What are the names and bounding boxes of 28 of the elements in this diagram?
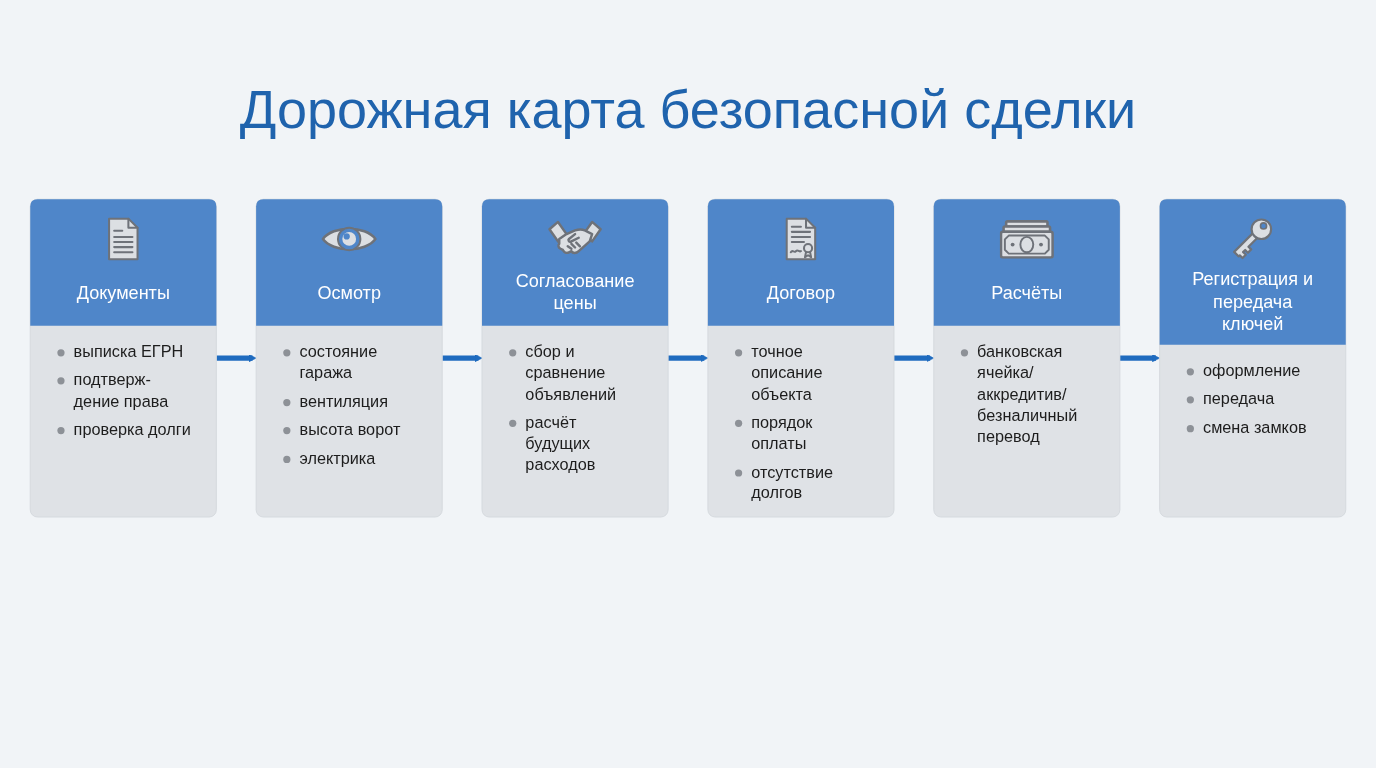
step-heading: Согласование цены [514, 269, 636, 315]
list-item: передача [1203, 389, 1275, 411]
arrow [1119, 354, 1160, 363]
title: Дорожная карта безопасной сделки [239, 78, 1137, 141]
list-item: состояние гаража [299, 342, 379, 385]
arrow [442, 354, 483, 363]
list-item: вентиляция [299, 391, 388, 413]
list-item: выписка ЕГРН [73, 342, 184, 364]
arrow [894, 354, 935, 363]
list-item: сбор и сравнение объявлений [525, 342, 618, 406]
list-item: электрика [299, 448, 376, 470]
step-heading: Документы [76, 281, 170, 304]
list-item: высота ворот [299, 419, 401, 441]
list-item: расчёт будущих расходов [525, 412, 597, 476]
step-heading: Регистрация и передача ключей [1191, 268, 1315, 336]
list-item: оформление [1203, 361, 1301, 382]
list-item: проверка долги [73, 419, 191, 441]
list-item: отсутствие долгов [751, 462, 835, 505]
list-item: точное описание объекта [751, 342, 824, 406]
list-item: порядок оплаты [751, 412, 814, 455]
list-item: смена замков [1203, 417, 1307, 439]
step-heading: Договор [766, 281, 836, 304]
step-heading: Расчёты [991, 281, 1063, 304]
arrow [216, 354, 257, 363]
list-item: подтверж-дение права [73, 370, 170, 413]
step-heading: Осмотр [317, 281, 381, 304]
list-item: банковская ячейка/ аккредитив/ безналичный перевод [977, 342, 1079, 448]
arrow [668, 354, 709, 363]
